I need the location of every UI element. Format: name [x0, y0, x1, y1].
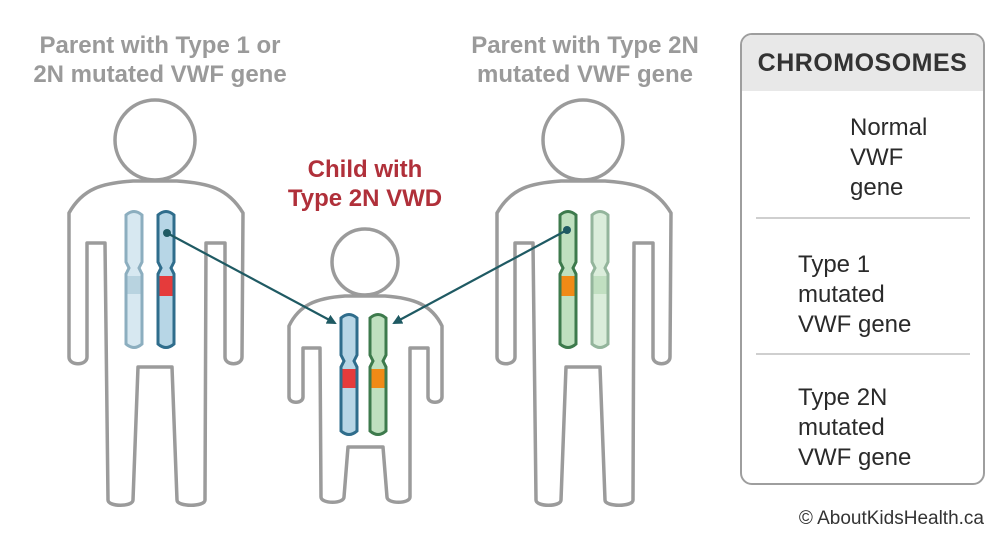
legend-divider-2: [756, 353, 970, 355]
inheritance-arrows: [163, 226, 571, 324]
left-parent-chromosome-normal-faded: [124, 210, 144, 349]
left-parent-body: [67, 179, 245, 507]
right-parent-label: Parent with Type 2N mutated VWF gene: [435, 32, 735, 90]
legend-type1-line3: VWF gene: [798, 311, 912, 338]
child-label-line2: Type 2N VWD: [287, 184, 443, 212]
legend-type2n-line3: VWF gene: [798, 444, 912, 471]
right-parent-figure: [495, 98, 673, 507]
legend-type2n-line1: Type 2N: [798, 384, 888, 411]
right-parent-chromosome-normal-faded: [590, 210, 610, 349]
legend-normal-line2: VWF: [850, 144, 904, 171]
child-chromosome-type2n: [368, 313, 388, 436]
right-inheritance-arrow: [392, 229, 568, 324]
left-parent-label-line1: Parent with Type 1 or: [39, 32, 281, 59]
right-parent-head: [541, 98, 625, 182]
legend-normal-label: Normal VWF gene: [850, 113, 927, 203]
child-label: Child with Type 2N VWD: [250, 156, 480, 214]
right-parent-chromosome-type2n: [558, 210, 578, 349]
child-head: [330, 227, 400, 297]
chromosomes-legend: CHROMOSOMES Normal VWF gene Type 1 mutat…: [740, 33, 985, 485]
legend-type1-line1: Type 1: [798, 251, 871, 278]
child-body: [287, 294, 444, 504]
right-parent-label-line1: Parent with Type 2N: [471, 32, 699, 59]
legend-type2n-label: Type 2N mutated VWF gene: [798, 383, 911, 473]
left-parent-figure: [67, 98, 245, 507]
legend-normal-line3: gene: [850, 174, 904, 201]
legend-title: CHROMOSOMES: [742, 35, 983, 91]
left-parent-chromosome-type1: [156, 210, 176, 349]
child-figure: [287, 227, 444, 504]
legend-normal-line1: Normal: [850, 114, 928, 141]
legend-type1-line2: mutated: [798, 281, 885, 308]
left-parent-label-line2: 2N mutated VWF gene: [33, 60, 287, 88]
right-parent-label-line2: mutated VWF gene: [476, 60, 693, 88]
child-label-line1: Child with: [307, 156, 423, 183]
child-chromosome-type1: [339, 313, 359, 436]
copyright-notice: © AboutKidsHealth.ca: [798, 508, 984, 529]
legend-type1-label: Type 1 mutated VWF gene: [798, 250, 911, 340]
left-inheritance-arrow: [166, 232, 337, 324]
legend-type2n-line2: mutated: [798, 414, 885, 441]
right-parent-body: [495, 179, 673, 507]
left-parent-label: Parent with Type 1 or 2N mutated VWF gen…: [10, 32, 310, 90]
left-parent-head: [113, 98, 197, 182]
legend-divider-1: [756, 217, 970, 219]
